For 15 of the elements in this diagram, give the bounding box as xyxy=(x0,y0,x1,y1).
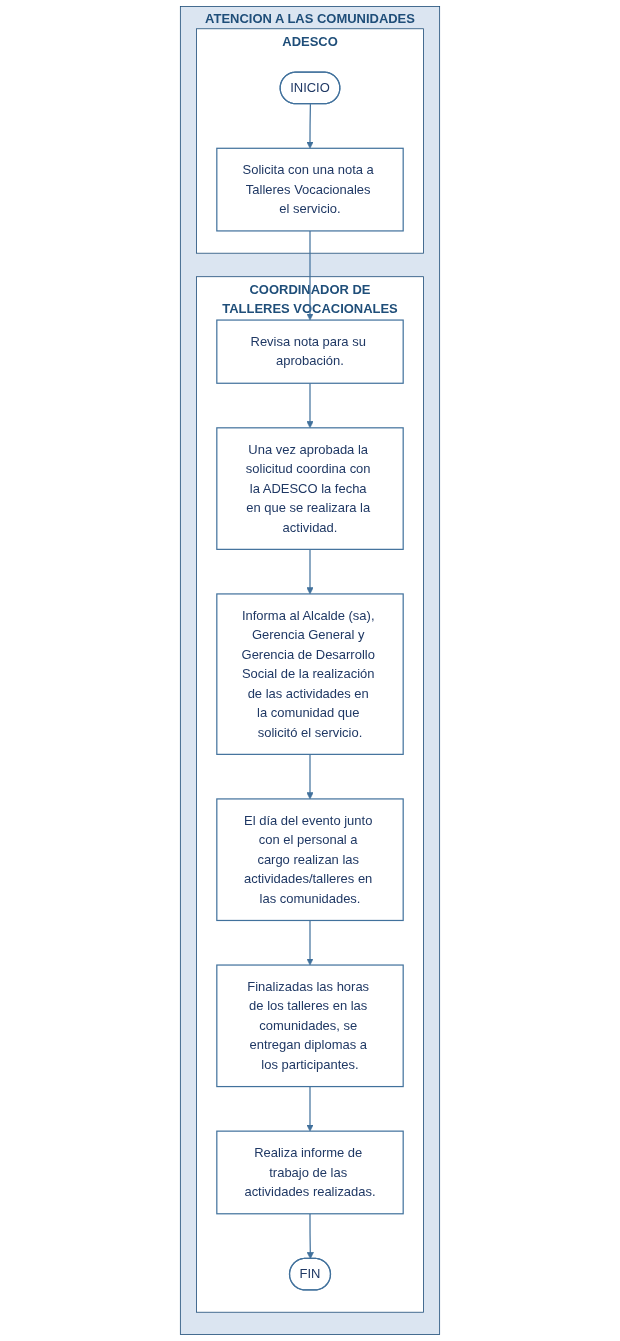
node-box: El día del evento junto con el personal a cargo realizan las actividades/talleres en las comunidades. xyxy=(216,798,404,922)
node-box: Revisa nota para su aprobación. xyxy=(216,319,404,384)
arrow xyxy=(306,1213,314,1260)
arrow xyxy=(306,753,314,800)
arrow xyxy=(306,548,314,595)
arrow xyxy=(306,382,314,429)
arrow xyxy=(306,103,314,149)
node-box: Informa al Alcalde (sa), Gerencia General y Gerencia de Desarrollo Social de la realización de las actividades en la comunidad que solicitó el servicio. xyxy=(216,593,404,755)
arrow xyxy=(306,919,314,966)
arrow xyxy=(306,230,314,321)
arrow xyxy=(306,1085,314,1132)
node-box: Solicita con una nota a Talleres Vocacionales el servicio. xyxy=(216,147,404,232)
node-box: Una vez aprobada la solicitud coordina con la ADESCO la fecha en que se realizara la actividad. xyxy=(216,427,404,550)
node-box: Realiza informe de trabajo de las actividades realizadas. xyxy=(216,1130,404,1215)
node-box: Finalizadas las horas de los talleres en las comunidades, se entregan diplomas a los participantes. xyxy=(216,964,404,1088)
